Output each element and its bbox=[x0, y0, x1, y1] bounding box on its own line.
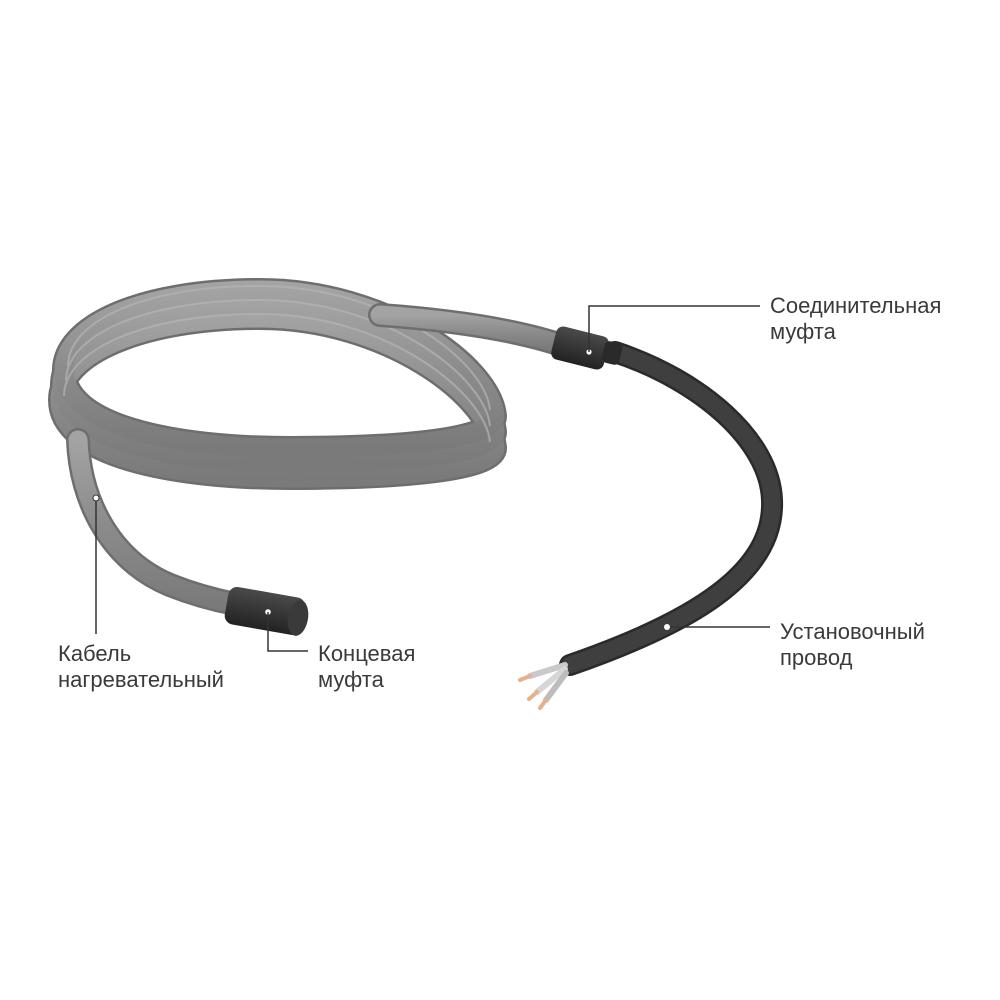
label-connection-coupling-line1: Соединительная bbox=[770, 293, 942, 318]
label-installation-lead: Установочный провод bbox=[780, 619, 925, 671]
anchor-dots bbox=[92, 494, 670, 630]
leader-line-connection-coupling bbox=[588, 305, 760, 352]
label-end-coupling-line2: муфта bbox=[318, 667, 384, 692]
label-end-coupling-line1: Концевая bbox=[318, 641, 416, 666]
label-heating-cable-line2: нагревательный bbox=[58, 667, 224, 692]
label-connection-coupling-line2: муфта bbox=[770, 319, 836, 344]
label-heating-cable-line1: Кабель bbox=[58, 641, 132, 666]
label-connection-coupling: Соединительная муфта bbox=[770, 293, 941, 345]
wire-conductors bbox=[518, 662, 569, 710]
leader-lines bbox=[95, 305, 770, 652]
connection-coupling bbox=[551, 326, 623, 370]
label-installation-lead-line1: Установочный bbox=[780, 619, 925, 644]
label-heating-cable: Кабель нагревательный bbox=[58, 641, 224, 693]
label-end-coupling: Концевая муфта bbox=[318, 641, 415, 693]
end-coupling bbox=[224, 586, 309, 636]
label-installation-lead-line2: провод bbox=[780, 645, 853, 670]
leader-line-end-coupling bbox=[267, 612, 308, 652]
